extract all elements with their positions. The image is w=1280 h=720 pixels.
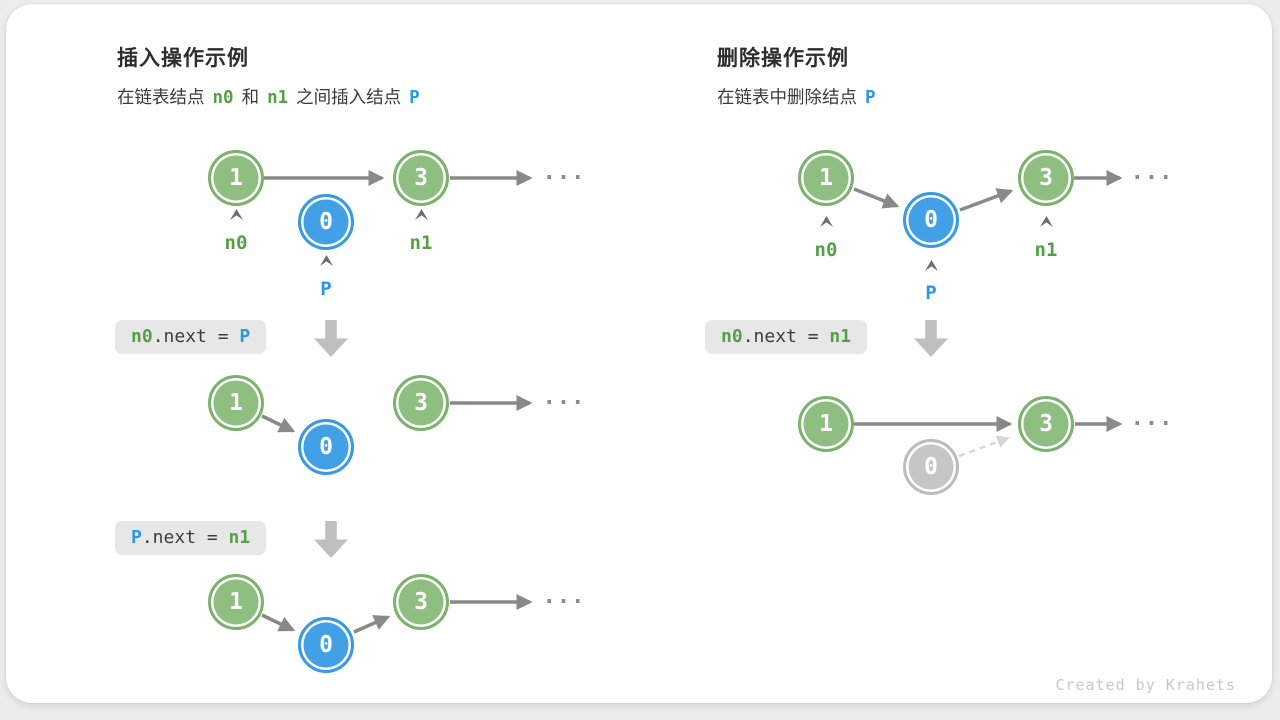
subtitle-token-n0: n0: [212, 88, 234, 108]
code-label-delete-step1: n0.next = n1: [705, 320, 868, 354]
ellipsis-more: ...: [542, 160, 586, 185]
code-label-insert-step1: n0.next = P: [115, 320, 267, 354]
delete-panel-title: 删除操作示例: [717, 47, 849, 70]
list-node-3: 3: [393, 574, 449, 630]
list-node-1: 1: [208, 574, 264, 630]
delete-panel-subtitle: 在链表中删除结点 P: [717, 84, 876, 109]
code-token-rhs: n1: [228, 527, 251, 548]
code-label-insert-step2: P.next = n1: [115, 521, 267, 555]
node-label-n0: n0: [224, 232, 248, 254]
list-node-3: 3: [393, 375, 449, 431]
node-label-n1: n1: [409, 232, 433, 254]
list-node-3: 3: [1018, 396, 1074, 452]
subtitle-token-p: P: [865, 88, 876, 108]
node-label-n1: n1: [1034, 239, 1058, 261]
ellipsis-more: ...: [542, 584, 586, 609]
down-arrow-icon: [314, 320, 348, 357]
down-arrow-icon: [314, 521, 348, 558]
arrow-delete1-0to3: [959, 188, 1014, 212]
pointer-caret-icon: [1040, 216, 1053, 227]
code-token-mid: .next =: [742, 326, 830, 347]
list-node-1: 1: [798, 396, 854, 452]
list-node-p0: 0: [298, 194, 354, 250]
ellipsis-more: ...: [542, 385, 586, 410]
arrow-delete2-0to3-dashed: [958, 435, 1010, 458]
insert-panel-title: 插入操作示例: [117, 47, 249, 70]
list-node-p0: 0: [298, 419, 354, 475]
subtitle-text: 在链表中删除结点: [717, 87, 857, 107]
pointer-caret-icon: [320, 255, 333, 266]
list-node-1: 1: [208, 375, 264, 431]
pointer-caret-icon: [230, 209, 243, 220]
node-label-p: P: [320, 278, 332, 300]
list-node-p0: 0: [298, 617, 354, 673]
subtitle-token-p: P: [409, 88, 420, 108]
node-label-n0: n0: [814, 239, 838, 261]
code-token-rhs: n1: [829, 326, 852, 347]
code-token-rhs: P: [239, 326, 251, 347]
code-token-lhs: n0: [721, 326, 743, 347]
pointer-caret-icon: [925, 260, 938, 271]
ellipsis-more: ...: [1130, 160, 1174, 185]
list-node-deleted: 0: [903, 439, 959, 495]
down-arrow-icon: [914, 320, 948, 357]
code-token-lhs: n0: [131, 326, 153, 347]
credit-text: Created by Krahets: [1055, 676, 1236, 694]
arrow-delete1-1to0: [853, 187, 900, 209]
subtitle-token-n1: n1: [267, 88, 289, 108]
insert-panel-subtitle: 在链表结点 n0 和 n1 之间插入结点 P: [117, 84, 420, 109]
subtitle-text: 在链表结点: [117, 87, 205, 107]
arrow-insert2-1to0: [261, 414, 296, 433]
list-node-p0: 0: [903, 192, 959, 248]
list-node-3: 3: [393, 150, 449, 206]
list-node-1: 1: [798, 150, 854, 206]
code-token-mid: .next =: [141, 527, 229, 548]
subtitle-text: 之间插入结点: [296, 87, 402, 107]
arrow-insert3-1to0: [261, 613, 296, 632]
pointer-caret-icon: [415, 209, 428, 220]
ellipsis-more: ...: [1130, 406, 1174, 431]
arrow-insert3-0to3: [353, 615, 391, 634]
node-label-p: P: [925, 282, 937, 304]
code-token-mid: .next =: [152, 326, 240, 347]
pointer-caret-icon: [820, 216, 833, 227]
list-node-1: 1: [208, 150, 264, 206]
subtitle-text: 和: [241, 87, 260, 107]
code-token-lhs: P: [131, 527, 142, 548]
list-node-3: 3: [1018, 150, 1074, 206]
